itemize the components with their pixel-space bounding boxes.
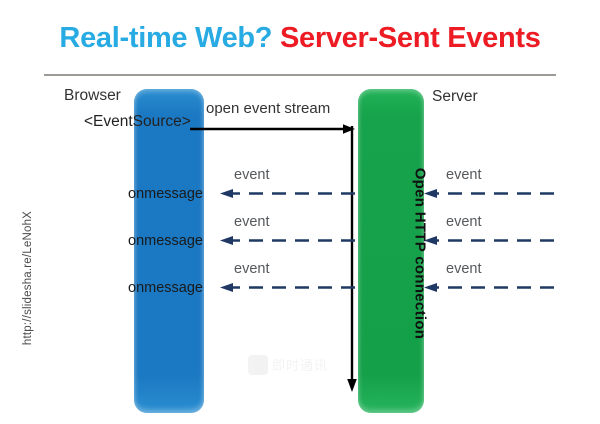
title-primary-text: Real-time Web? (59, 22, 273, 54)
server-event-arrow-icon (424, 236, 554, 245)
onmessage-label: onmessage (128, 233, 203, 249)
server-event-arrow-icon (424, 189, 554, 198)
onmessage-label: onmessage (128, 280, 203, 296)
watermark-text: 即时通讯 (272, 357, 329, 373)
client-event-label: event (234, 167, 270, 183)
server-event-label: event (446, 167, 482, 183)
open-event-stream-arrow-icon (190, 124, 355, 134)
open-http-connection-line-icon (347, 126, 357, 392)
eventsource-label: <EventSource> (84, 113, 191, 130)
client-event-arrow-icon (220, 189, 355, 198)
open-http-connection-caption: Open HTTP connection (411, 167, 429, 340)
client-event-label: event (234, 261, 270, 277)
title-divider (44, 74, 556, 76)
server-event-label: event (446, 261, 482, 277)
server-event-arrow-icon (424, 283, 554, 292)
browser-lifeline-box (134, 89, 204, 413)
open-event-stream-label: open event stream (206, 100, 331, 117)
watermark-logo-icon (248, 355, 268, 375)
browser-label: Browser (64, 87, 121, 104)
client-event-label: event (234, 214, 270, 230)
server-event-label: event (446, 214, 482, 230)
client-event-arrow-icon (220, 236, 355, 245)
client-event-arrow-icon (220, 283, 355, 292)
page-title: Real-time Web? Server-Sent Events (0, 22, 600, 55)
title-secondary-text: Server-Sent Events (280, 22, 541, 54)
server-lifeline-box (358, 89, 424, 413)
watermark: 即时通讯 (248, 352, 352, 378)
server-label: Server (432, 88, 478, 105)
source-url-label: http://slidesha.re/LeNohX (22, 210, 34, 346)
onmessage-label: onmessage (128, 186, 203, 202)
